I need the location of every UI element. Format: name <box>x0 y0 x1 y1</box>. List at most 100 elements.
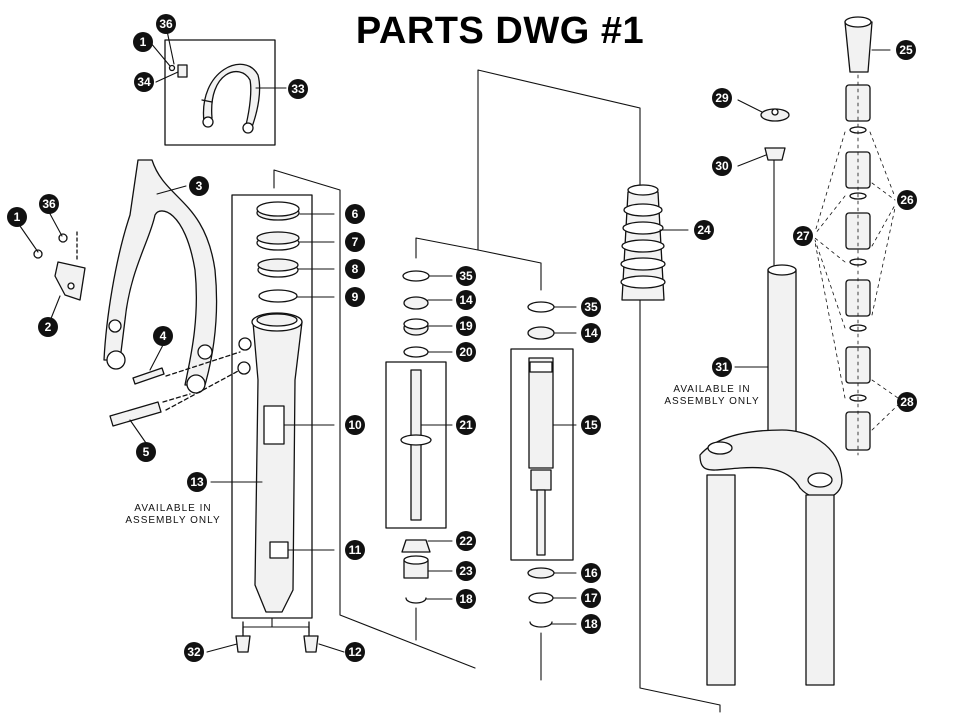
svg-text:31: 31 <box>715 360 729 374</box>
note-steerer-line2: ASSEMBLY ONLY <box>664 396 760 407</box>
fork-boot <box>620 184 666 301</box>
callout-27: 27 <box>793 226 813 246</box>
svg-text:20: 20 <box>459 345 473 359</box>
callout-6: 6 <box>345 204 365 224</box>
svg-text:11: 11 <box>349 543 362 557</box>
callout-21: 21 <box>456 415 476 435</box>
callout-13: 13 <box>187 472 207 492</box>
callout-34: 34 <box>134 72 154 92</box>
callout-35a: 35 <box>456 266 476 286</box>
callout-1b: 1 <box>7 207 27 227</box>
callout-12: 12 <box>345 642 365 662</box>
svg-text:15: 15 <box>584 418 598 432</box>
brake-arch-large <box>33 159 241 427</box>
callout-35b: 35 <box>581 297 601 317</box>
svg-text:22: 22 <box>459 534 473 548</box>
svg-text:6: 6 <box>352 207 359 221</box>
callout-10: 10 <box>345 415 365 435</box>
svg-text:1: 1 <box>140 35 147 49</box>
svg-text:36: 36 <box>159 17 173 31</box>
callout-26: 26 <box>897 190 917 210</box>
callout-18b: 18 <box>581 614 601 634</box>
svg-text:10: 10 <box>348 418 362 432</box>
callout-36b: 36 <box>39 194 59 214</box>
svg-text:19: 19 <box>459 319 473 333</box>
svg-text:1: 1 <box>14 210 21 224</box>
svg-text:9: 9 <box>352 290 359 304</box>
svg-text:35: 35 <box>459 269 473 283</box>
svg-text:13: 13 <box>190 475 204 489</box>
svg-text:32: 32 <box>187 645 201 659</box>
callout-25: 25 <box>896 40 916 60</box>
callout-23: 23 <box>456 561 476 581</box>
callout-8: 8 <box>345 259 365 279</box>
svg-text:26: 26 <box>900 193 914 207</box>
crown-steerer <box>699 108 843 686</box>
callout-33: 33 <box>288 79 308 99</box>
callout-3: 3 <box>189 176 209 196</box>
svg-text:18: 18 <box>459 592 473 606</box>
callout-1a: 1 <box>133 32 153 52</box>
callout-16: 16 <box>581 563 601 583</box>
part-callouts: 1 36 34 33 3 36 1 2 4 5 6 7 8 9 10 13 11… <box>7 14 917 662</box>
svg-text:17: 17 <box>584 591 598 605</box>
svg-text:25: 25 <box>899 43 913 57</box>
callout-15: 15 <box>581 415 601 435</box>
svg-text:14: 14 <box>459 293 473 307</box>
svg-text:14: 14 <box>584 326 598 340</box>
lower-leg-assembly <box>235 201 319 653</box>
callout-14a: 14 <box>456 290 476 310</box>
callout-7: 7 <box>345 232 365 252</box>
svg-text:12: 12 <box>348 645 362 659</box>
elastomer-stack <box>814 16 899 456</box>
svg-text:30: 30 <box>715 159 729 173</box>
svg-text:36: 36 <box>42 197 56 211</box>
note-steerer: AVAILABLE IN ASSEMBLY ONLY <box>662 384 762 408</box>
callout-32: 32 <box>184 642 204 662</box>
callout-36a: 36 <box>156 14 176 34</box>
callout-14b: 14 <box>581 323 601 343</box>
svg-text:33: 33 <box>291 82 305 96</box>
callout-24: 24 <box>694 220 714 240</box>
callout-4: 4 <box>153 326 173 346</box>
callout-9: 9 <box>345 287 365 307</box>
svg-text:34: 34 <box>137 75 151 89</box>
leader-lines <box>19 25 891 653</box>
svg-text:28: 28 <box>900 395 914 409</box>
note-lower-leg-line2: ASSEMBLY ONLY <box>125 515 221 526</box>
callout-31: 31 <box>712 357 732 377</box>
callout-22: 22 <box>456 531 476 551</box>
spring-cartridge <box>527 301 555 628</box>
note-lower-leg-line1: AVAILABLE IN <box>134 503 212 514</box>
page-title: PARTS DWG #1 <box>355 10 645 52</box>
svg-text:23: 23 <box>459 564 473 578</box>
brake-arch-small <box>168 63 261 134</box>
svg-text:2: 2 <box>45 320 52 334</box>
svg-text:4: 4 <box>160 329 167 343</box>
svg-text:24: 24 <box>697 223 711 237</box>
callout-28: 28 <box>897 392 917 412</box>
svg-text:18: 18 <box>584 617 598 631</box>
callout-2: 2 <box>38 317 58 337</box>
svg-text:8: 8 <box>352 262 359 276</box>
note-steerer-line1: AVAILABLE IN <box>673 384 751 395</box>
svg-text:29: 29 <box>715 91 729 105</box>
svg-text:16: 16 <box>584 566 598 580</box>
callout-18a: 18 <box>456 589 476 609</box>
svg-text:21: 21 <box>459 418 473 432</box>
damper-cartridge <box>400 270 432 604</box>
callout-20: 20 <box>456 342 476 362</box>
svg-text:5: 5 <box>143 445 150 459</box>
svg-text:35: 35 <box>584 300 598 314</box>
callout-5: 5 <box>136 442 156 462</box>
note-lower-leg: AVAILABLE IN ASSEMBLY ONLY <box>118 503 228 527</box>
svg-text:3: 3 <box>196 179 203 193</box>
callout-30: 30 <box>712 156 732 176</box>
callout-19: 19 <box>456 316 476 336</box>
group-box-frames <box>164 39 574 619</box>
callout-29: 29 <box>712 88 732 108</box>
svg-text:27: 27 <box>796 229 810 243</box>
svg-text:7: 7 <box>352 235 359 249</box>
